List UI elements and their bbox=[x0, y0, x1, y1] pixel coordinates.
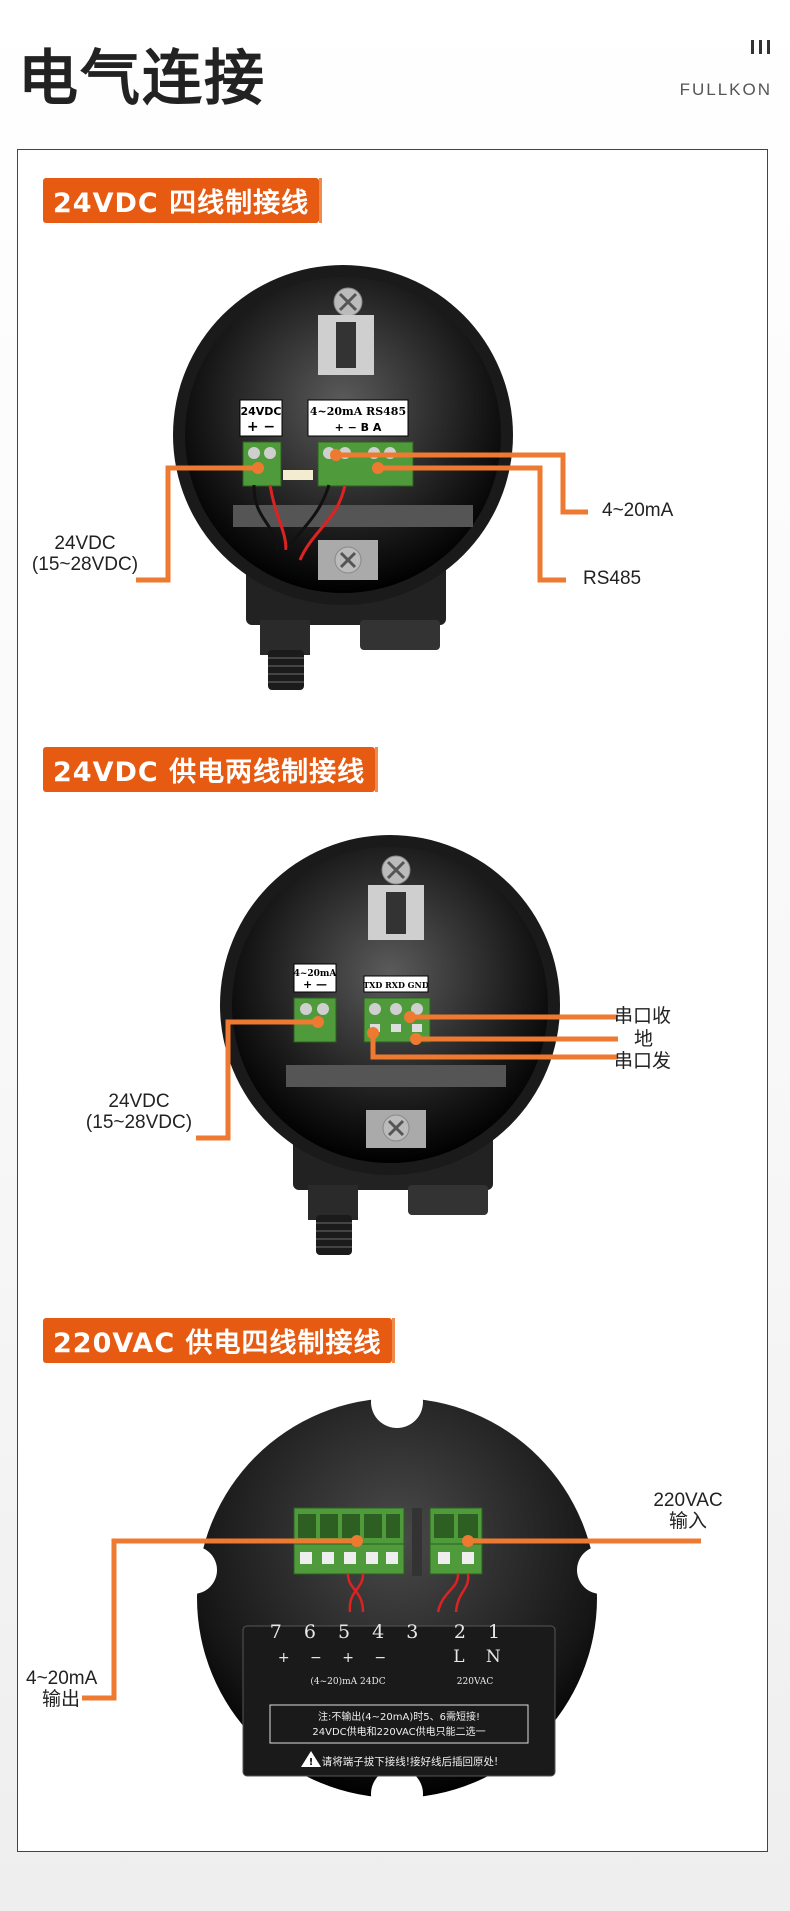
cable-port-right bbox=[408, 1185, 488, 1215]
label-plate bbox=[242, 1625, 556, 1777]
page-title: 电气连接 bbox=[18, 44, 266, 114]
pin-numbers-right: 2 1 bbox=[454, 1621, 508, 1643]
note-line-1: 注:不输出(4~20mA)时5、6需短接! bbox=[318, 1710, 480, 1723]
brand-logo-icon bbox=[746, 40, 772, 54]
terminal-label-serial-text: TXD RXD GND bbox=[363, 980, 429, 990]
callout-line-power bbox=[136, 465, 258, 583]
callout-4-20ma: 4~20mA bbox=[602, 500, 674, 521]
section-24vdc-two-wire: 24VDC 供电两线制接线 bbox=[18, 720, 769, 1290]
brand-name: FULLKON bbox=[679, 80, 772, 99]
callout-rs485: RS485 bbox=[583, 568, 642, 589]
callout-text: (15~28VDC) bbox=[85, 1112, 193, 1133]
terminal-label-24vdc-text: 24VDC bbox=[240, 405, 281, 418]
terminal-pins-4-20ma: + — bbox=[303, 978, 327, 991]
terminal-divider bbox=[412, 1508, 422, 1576]
pin-group-labels: (4~20)mA 24DC bbox=[310, 1676, 385, 1687]
terminal-pins-signal: + − B A bbox=[335, 421, 382, 434]
callout-text: 24VDC bbox=[54, 533, 116, 554]
board-rail bbox=[233, 505, 473, 527]
terminal-label-signal bbox=[307, 399, 409, 437]
pin-signs-left: + − + − bbox=[278, 1650, 394, 1666]
callout-line-power bbox=[196, 1019, 318, 1141]
note-box bbox=[269, 1704, 529, 1744]
pin-group-right: 220VAC bbox=[457, 1677, 494, 1687]
section-label: 220VAC 供电四线制接线 bbox=[43, 1318, 395, 1363]
callout-4-20ma-output: 4~20mA 输出 bbox=[26, 1668, 98, 1710]
callout-serial-tx: 串口发 bbox=[614, 1051, 672, 1072]
callout-line-4-20ma-output bbox=[82, 1538, 357, 1701]
terminal-block-signal bbox=[317, 441, 414, 487]
terminal-label-serial bbox=[363, 975, 429, 993]
callout-24vdc-power: 24VDC (15~28VDC) bbox=[84, 1091, 194, 1133]
board-rail bbox=[286, 1065, 506, 1087]
section-24vdc-four-wire: 24VDC 四线制接线 bbox=[18, 150, 769, 730]
section-label: 24VDC 供电两线制接线 bbox=[43, 747, 379, 792]
cable-gland-base bbox=[260, 620, 310, 655]
terminal-label-4-20ma-text: 4~20mA bbox=[294, 969, 338, 979]
callout-text: 24VDC bbox=[108, 1091, 170, 1112]
cable-gland bbox=[268, 650, 304, 690]
wiring-diagram-frame: 24VDC 四线制接线 bbox=[17, 149, 768, 1852]
terminal-label-4-20ma bbox=[293, 963, 337, 993]
device-diagram-3: 7 6 5 4 3 + − + − (4~20)mA 24DC 2 1 L N … bbox=[82, 1376, 701, 1820]
terminal-label-24vdc bbox=[239, 399, 283, 437]
callout-220vac-input: 220VAC 输入 bbox=[648, 1490, 728, 1532]
callout-lines bbox=[136, 452, 588, 583]
callout-24vdc-power: 24VDC (15~28VDC) bbox=[30, 533, 140, 575]
page-header: 电气连接 FULLKON bbox=[0, 0, 790, 140]
callout-serial-rx: 串口收 bbox=[614, 1006, 672, 1027]
note-line-2: 24VDC供电和220VAC供电只能二选一 bbox=[312, 1725, 485, 1738]
section-label: 24VDC 四线制接线 bbox=[43, 178, 323, 223]
callout-line-4-20ma bbox=[336, 452, 588, 515]
callout-lines bbox=[82, 1538, 701, 1701]
pin-numbers-left: 7 6 5 4 3 bbox=[270, 1621, 427, 1643]
device-diagram-2: 4~20mA + — TXD RXD GND bbox=[196, 835, 618, 1255]
section-220vac-four-wire: 220VAC 供电四线制接线 bbox=[18, 1290, 769, 1853]
callout-text: 220VAC bbox=[653, 1490, 723, 1511]
warning-icon bbox=[301, 1751, 321, 1767]
pin-letters-right: L N bbox=[453, 1647, 509, 1667]
callout-text: 输出 bbox=[41, 1689, 80, 1710]
callout-line-rs485 bbox=[378, 465, 566, 583]
callout-text: (15~28VDC) bbox=[31, 554, 139, 575]
cable-port-right bbox=[360, 620, 440, 650]
warning-text: 请将端子拔下接线!接好线后插回原处! bbox=[322, 1755, 498, 1768]
callout-text: 输入 bbox=[668, 1511, 707, 1532]
callout-ground: 地 bbox=[634, 1029, 654, 1050]
cable-gland-base bbox=[308, 1185, 358, 1220]
device-diagram-1: 24VDC + − 4~20mA RS485 + − B A bbox=[136, 265, 588, 690]
callout-text: 4~20mA bbox=[26, 1668, 98, 1689]
cable-gland bbox=[316, 1215, 352, 1255]
callout-line-tx bbox=[370, 1033, 618, 1060]
callout-lines bbox=[196, 1014, 618, 1141]
terminal-label-signal-text: 4~20mA RS485 bbox=[310, 405, 406, 418]
terminal-pins-24vdc: + − bbox=[247, 419, 275, 435]
svg-text:!: ! bbox=[309, 1757, 314, 1768]
